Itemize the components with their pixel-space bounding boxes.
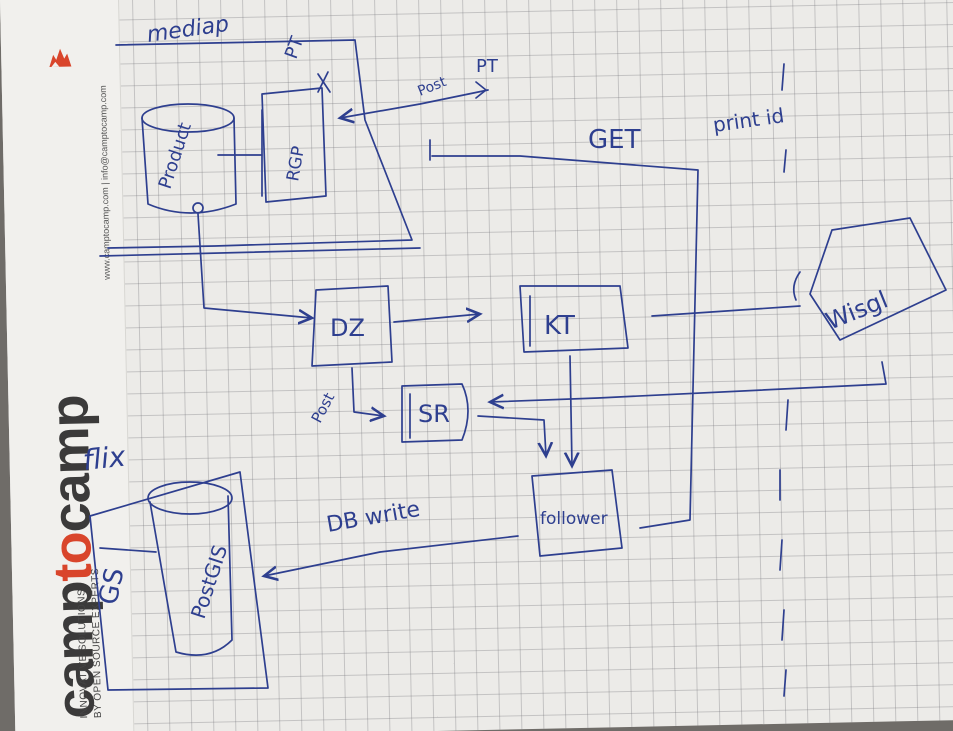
db-write-label: DB write — [325, 497, 422, 538]
postgis-database: PostGIS — [147, 481, 233, 656]
pt-label-1: PT — [281, 33, 309, 62]
follower-label: follower — [540, 509, 608, 529]
db-write-arrow — [264, 535, 519, 576]
sr-to-follower-arrow — [477, 415, 546, 456]
pt-label-2: PT — [476, 56, 499, 77]
dz-to-kt-arrow — [393, 314, 480, 322]
kt-node: KT — [519, 285, 629, 353]
product-db-label: Product — [155, 120, 196, 191]
gs-label: GS — [94, 565, 131, 607]
dz-node: DZ — [311, 285, 393, 367]
mediap-boundary — [107, 39, 413, 249]
postgis-label: PostGIS — [186, 542, 232, 622]
product-to-dz-arrow — [197, 213, 312, 318]
get-line — [429, 139, 699, 529]
dz-to-sr-arrow — [351, 367, 384, 416]
post-label-top: Post — [416, 74, 450, 100]
print-id-label: print id — [711, 103, 785, 137]
sr-label: SR — [418, 400, 450, 428]
kt-to-follower-arrow — [570, 355, 572, 466]
mediap-divider — [99, 247, 421, 257]
wisgl-node: Wisgl — [792, 217, 947, 341]
post-label-sr: Post — [308, 390, 339, 426]
gs-node: GS — [94, 547, 157, 607]
product-database: Product — [141, 103, 237, 214]
dashed-boundary — [779, 63, 789, 697]
sr-node: SR — [401, 383, 469, 443]
camptocamp-logo-icon — [49, 48, 72, 67]
rgp-label: RGP — [283, 145, 309, 183]
follower-node: follower — [531, 469, 623, 557]
dz-label: DZ — [330, 314, 365, 342]
flix-label: flix — [81, 440, 127, 477]
kt-to-wisgl-line — [651, 305, 801, 317]
brand-margin: www.camptocamp.com | info@camptocamp.com… — [0, 0, 135, 731]
flix-group: flix PostGIS GS — [81, 440, 269, 691]
get-label: GET — [588, 125, 641, 155]
wisgl-label: Wisgl — [822, 286, 892, 336]
flix-boundary — [89, 471, 269, 691]
wisgl-to-sr-arrow — [490, 361, 887, 402]
kt-label: KT — [544, 311, 575, 341]
get-connection: GET print id — [429, 103, 786, 529]
mediap-group: mediap — [99, 12, 421, 257]
